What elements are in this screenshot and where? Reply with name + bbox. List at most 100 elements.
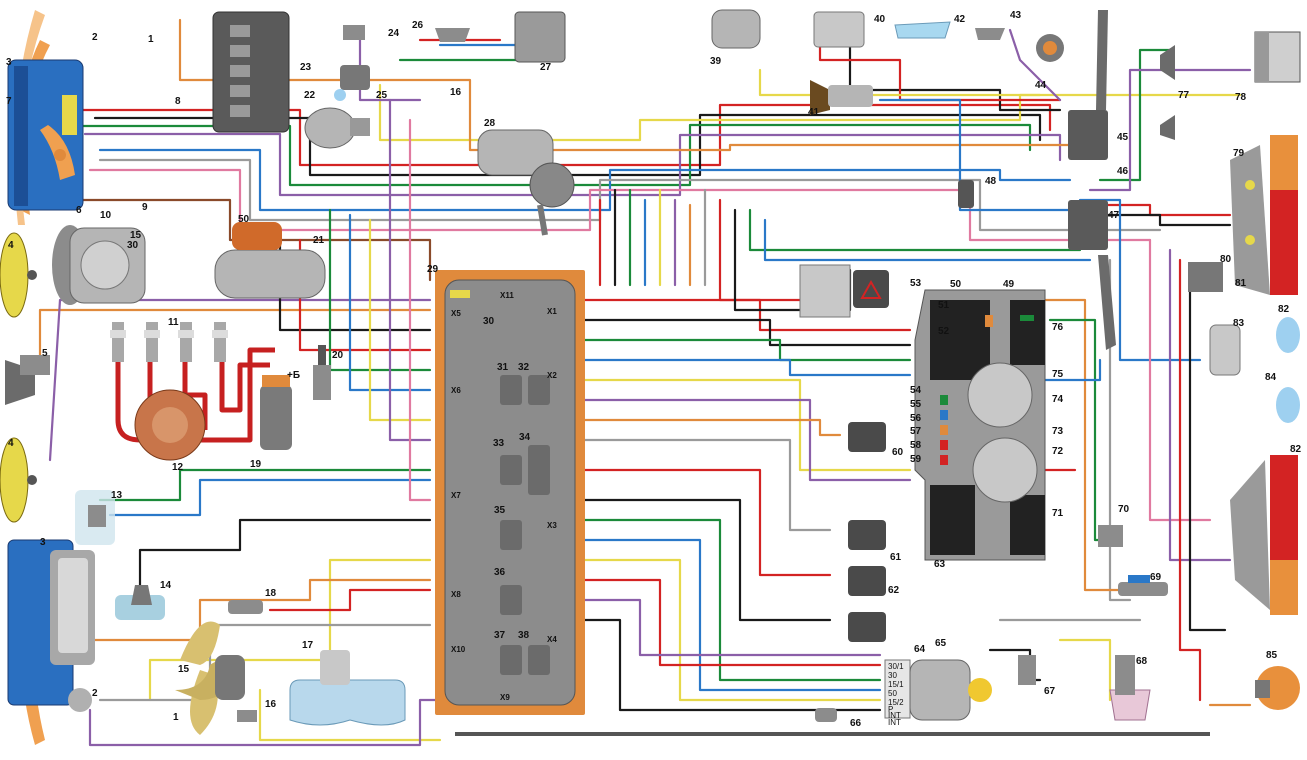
side-lamp-upper <box>0 232 37 318</box>
ignition-switch[interactable] <box>884 659 992 721</box>
switch-60[interactable] <box>848 422 886 452</box>
connector-x11: X11 <box>500 291 514 300</box>
label-8: 8 <box>175 96 181 107</box>
label-36: 36 <box>494 567 506 578</box>
indicator-48 <box>958 180 974 208</box>
brake-switch-67 <box>1018 655 1036 685</box>
switch-64[interactable] <box>848 612 886 642</box>
sensor-70 <box>1098 525 1123 547</box>
label-29: 29 <box>427 264 439 275</box>
connector-x4: X4 <box>547 635 557 644</box>
stalk-switch-upper <box>1068 10 1108 160</box>
label-45: 45 <box>1117 132 1129 143</box>
switch-62[interactable] <box>848 566 886 596</box>
label-34: 34 <box>519 432 531 443</box>
sensor-25 <box>334 65 370 101</box>
label-27: 27 <box>540 62 552 73</box>
label-30b: 30 <box>483 316 495 327</box>
brake-fluid-sensor-68 <box>1109 655 1151 721</box>
label-53: 53 <box>910 278 922 289</box>
label-7: 7 <box>6 96 12 107</box>
callout-labels: 1 1 2 2 3 3 4 4 5 6 7 8 9 10 11 12 13 14… <box>6 10 1302 729</box>
label-46: 46 <box>1117 166 1129 177</box>
terminal-int-2: INT <box>888 718 901 727</box>
sensor-66 <box>815 708 837 722</box>
label-32: 32 <box>518 362 530 373</box>
label-plus-b: +Б <box>287 370 300 381</box>
terminal-50: 50 <box>888 689 897 698</box>
starter-motor <box>214 222 326 299</box>
connector-x2: X2 <box>547 371 557 380</box>
label-20: 20 <box>332 350 344 361</box>
ignition-coil <box>260 375 292 450</box>
label-84: 84 <box>1265 372 1277 383</box>
label-77: 77 <box>1178 90 1190 101</box>
label-83: 83 <box>1233 318 1245 329</box>
label-41: 41 <box>808 107 820 118</box>
label-57: 57 <box>910 426 922 437</box>
label-58: 58 <box>910 440 922 451</box>
label-1: 1 <box>148 34 154 45</box>
battery <box>212 11 290 133</box>
coolant-tank <box>289 650 406 726</box>
label-9: 9 <box>142 202 148 213</box>
label-69: 69 <box>1150 572 1162 583</box>
label-40: 40 <box>874 14 886 25</box>
label-2: 2 <box>92 32 98 43</box>
label-4b: 4 <box>8 438 14 449</box>
switch-61[interactable] <box>848 520 886 550</box>
label-80: 80 <box>1220 254 1232 265</box>
temperature-switch-bottom <box>237 710 257 722</box>
label-31: 31 <box>497 362 509 373</box>
label-76: 76 <box>1052 322 1064 333</box>
connector-x6: X6 <box>451 386 461 395</box>
label-16: 16 <box>450 87 462 98</box>
label-71: 71 <box>1052 508 1064 519</box>
label-26: 26 <box>412 20 424 31</box>
label-62: 62 <box>888 585 900 596</box>
spark-plugs <box>110 322 228 362</box>
switch-43 <box>975 28 1005 40</box>
label-74: 74 <box>1052 394 1064 405</box>
label-38: 38 <box>518 630 530 641</box>
headlamp-bottom <box>7 539 95 745</box>
wiper-motor <box>477 129 575 236</box>
label-65: 65 <box>935 638 947 649</box>
connector-x1: X1 <box>547 307 557 316</box>
label-12: 12 <box>172 462 184 473</box>
label-79: 79 <box>1233 148 1245 159</box>
headlamp-top <box>7 10 84 225</box>
sensor-20 <box>313 345 331 400</box>
lamp-42 <box>894 21 951 39</box>
sensor-13 <box>75 490 115 545</box>
label-82b: 82 <box>1290 444 1302 455</box>
label-13: 13 <box>111 490 123 501</box>
terminal-30: 30 <box>888 671 897 680</box>
carburetor-valve <box>304 107 370 149</box>
label-16b: 16 <box>265 699 277 710</box>
label-15b: 15 <box>178 664 190 675</box>
label-47: 47 <box>1108 210 1120 221</box>
connector-x5: X5 <box>451 309 461 318</box>
label-35: 35 <box>494 505 506 516</box>
label-10: 10 <box>100 210 112 221</box>
ignition-terminal-labels: 30/1 30 15/1 50 15/2 P INT INT <box>888 662 904 727</box>
alternator <box>52 225 146 305</box>
connector-x3: X3 <box>547 521 557 530</box>
label-52: 52 <box>938 326 950 337</box>
label-1b: 1 <box>173 712 179 723</box>
label-3: 3 <box>6 57 12 68</box>
license-lamp <box>1254 31 1301 83</box>
washer-reservoir-sensor <box>115 585 165 620</box>
label-30: 30 <box>127 240 139 251</box>
terminal-p: P <box>888 705 893 714</box>
fog-lamp-85 <box>1255 666 1300 710</box>
label-48: 48 <box>985 176 997 187</box>
label-54: 54 <box>910 385 922 396</box>
hazard-switch[interactable] <box>799 264 889 318</box>
label-33: 33 <box>493 438 505 449</box>
label-70: 70 <box>1118 504 1130 515</box>
label-28: 28 <box>484 118 496 129</box>
label-6: 6 <box>76 205 82 216</box>
connector-x8: X8 <box>451 590 461 599</box>
